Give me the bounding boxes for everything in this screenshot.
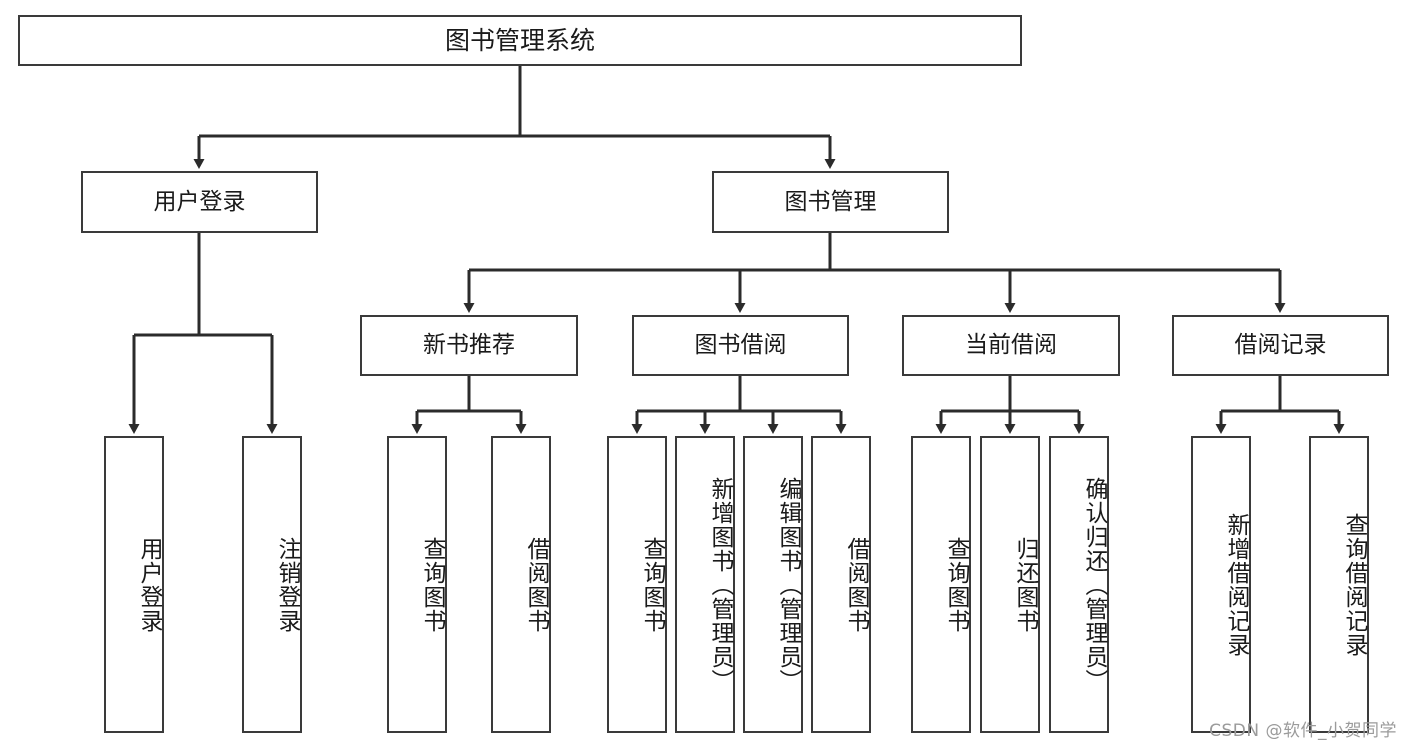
node-label: 归还图书	[1012, 536, 1038, 633]
node-label: 借阅图书	[523, 536, 549, 633]
node-label: 新增借阅记录	[1223, 512, 1249, 657]
leaf-confirm-return-admin[interactable]: 确认归还（管理员）	[1049, 436, 1109, 733]
node-label: 借阅图书	[843, 536, 869, 633]
node-borrow-record[interactable]: 借阅记录	[1172, 315, 1389, 376]
node-user-login[interactable]: 用户登录	[81, 171, 318, 233]
leaf-query-borrow-record[interactable]: 查询借阅记录	[1309, 436, 1369, 733]
leaf-borrow-book[interactable]: 借阅图书	[811, 436, 871, 733]
node-label: 查询图书	[639, 536, 665, 633]
node-label: 查询借阅记录	[1341, 512, 1367, 657]
leaf-logout[interactable]: 注销登录	[242, 436, 302, 733]
node-current-borrow[interactable]: 当前借阅	[902, 315, 1120, 376]
node-label: 图书借阅	[694, 332, 787, 359]
leaf-add-borrow-record[interactable]: 新增借阅记录	[1191, 436, 1251, 733]
leaf-query-book-borrow[interactable]: 查询图书	[607, 436, 667, 733]
node-book-management-system[interactable]: 图书管理系统	[18, 15, 1022, 66]
node-label: 图书管理	[784, 188, 877, 215]
node-label: 注销登录	[274, 536, 300, 633]
node-label: 编辑图书（管理员）	[775, 476, 801, 693]
leaf-return-book[interactable]: 归还图书	[980, 436, 1040, 733]
node-book-borrow[interactable]: 图书借阅	[632, 315, 849, 376]
node-label: 借阅记录	[1234, 332, 1327, 359]
node-label: 图书管理系统	[444, 26, 595, 55]
node-book-management[interactable]: 图书管理	[712, 171, 949, 233]
node-new-book-recommend[interactable]: 新书推荐	[360, 315, 578, 376]
node-label: 当前借阅	[965, 332, 1057, 359]
watermark-text: CSDN @软件_小贺同学	[1209, 721, 1397, 741]
node-label: 用户登录	[136, 536, 162, 633]
node-label: 查询图书	[419, 536, 445, 633]
node-label: 查询图书	[943, 536, 969, 633]
leaf-query-book-recommend[interactable]: 查询图书	[387, 436, 447, 733]
node-label: 确认归还（管理员）	[1081, 476, 1107, 693]
leaf-add-book-admin[interactable]: 新增图书（管理员）	[675, 436, 735, 733]
node-label: 用户登录	[153, 188, 246, 215]
leaf-borrow-book-recommend[interactable]: 借阅图书	[491, 436, 551, 733]
leaf-edit-book-admin[interactable]: 编辑图书（管理员）	[743, 436, 803, 733]
node-label: 新书推荐	[423, 332, 515, 359]
leaf-query-book-current[interactable]: 查询图书	[911, 436, 971, 733]
leaf-user-login[interactable]: 用户登录	[104, 436, 164, 733]
node-label: 新增图书（管理员）	[707, 476, 733, 693]
